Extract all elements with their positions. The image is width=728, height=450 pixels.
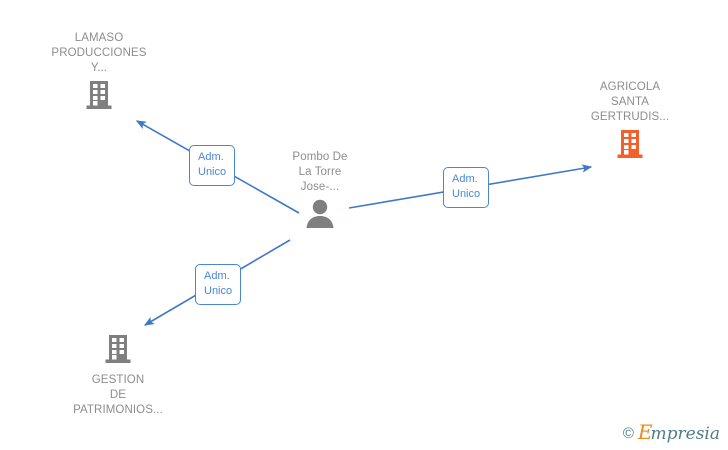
building-icon <box>555 127 705 166</box>
edge-label-person-agricola[interactable]: Adm. Unico <box>443 167 490 208</box>
empresia-watermark: © Empresia <box>623 422 720 444</box>
brand-logo: Empresia <box>638 422 720 444</box>
brand-initial: E <box>637 420 653 444</box>
node-agricola-label: AGRICOLA SANTA GERTRUDIS... <box>590 81 670 123</box>
edge-label-person-lamaso[interactable]: Adm. Unico <box>189 145 236 186</box>
edge-label-person-gestion[interactable]: Adm. Unico <box>195 264 242 305</box>
building-icon <box>43 332 193 371</box>
node-gestion-label: GESTION DE PATRIMONIOS... <box>73 374 163 416</box>
person-icon <box>245 197 395 234</box>
node-gestion[interactable]: GESTION DE PATRIMONIOS... <box>43 332 193 418</box>
brand-name: mpresia <box>650 424 721 444</box>
node-lamaso[interactable]: LAMASO PRODUCCIONES Y... <box>24 31 174 117</box>
node-person-label: Pombo De La Torre Jose-... <box>292 151 348 193</box>
node-lamaso-label: LAMASO PRODUCCIONES Y... <box>51 32 147 74</box>
building-icon <box>24 78 174 117</box>
copyright-icon: © <box>622 424 634 442</box>
node-agricola[interactable]: AGRICOLA SANTA GERTRUDIS... <box>555 80 705 166</box>
node-person[interactable]: Pombo De La Torre Jose-... <box>245 150 395 234</box>
